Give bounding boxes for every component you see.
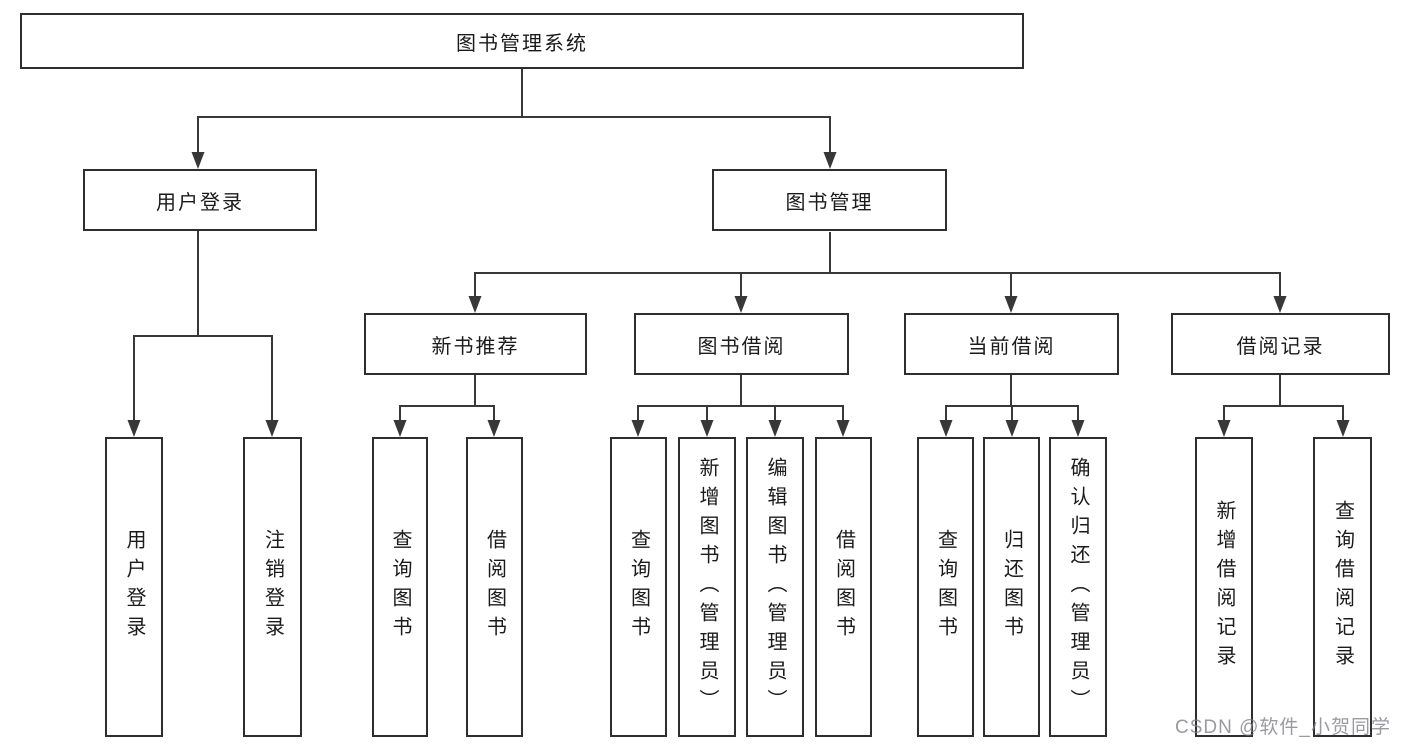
leaf-user-login: 用户登录: [105, 437, 163, 737]
node-user-login: 用户登录: [83, 169, 317, 231]
leaf-label: 借阅图书: [832, 529, 855, 645]
leaf-current-return-books: 归还图书: [983, 437, 1040, 737]
leaf-current-confirm-return-admin: 确认归还（管理员）: [1049, 437, 1107, 737]
node-label: 图书管理系统: [456, 32, 588, 55]
leaf-borrowing-add-books-admin: 新增图书（管理员）: [678, 437, 736, 737]
leaf-label: 查询借阅记录: [1331, 500, 1354, 674]
leaf-current-query-books: 查询图书: [917, 437, 974, 737]
leaf-recommend-borrow-books: 借阅图书: [466, 437, 523, 737]
leaf-logout: 注销登录: [243, 437, 302, 737]
node-library-management-system: 图书管理系统: [20, 13, 1024, 69]
leaf-label: 确认归还（管理员）: [1067, 456, 1089, 718]
leaf-borrowing-borrow-books: 借阅图书: [815, 437, 872, 737]
leaf-label: 归还图书: [1000, 529, 1023, 645]
node-label: 当前借阅: [967, 335, 1056, 358]
leaf-label: 查询图书: [389, 529, 411, 645]
node-label: 图书借阅: [697, 335, 786, 358]
node-book-management: 图书管理: [712, 169, 947, 231]
leaf-label: 借阅图书: [483, 529, 506, 645]
node-new-book-recommend: 新书推荐: [364, 313, 587, 375]
node-current-borrowing: 当前借阅: [904, 313, 1119, 375]
leaf-label: 新增图书（管理员）: [696, 456, 718, 718]
node-borrowing-records: 借阅记录: [1171, 313, 1390, 375]
leaf-label: 编辑图书（管理员）: [764, 456, 786, 718]
leaf-recommend-query-books: 查询图书: [372, 437, 428, 737]
node-label: 图书管理: [785, 191, 874, 214]
node-label: 用户登录: [156, 191, 244, 214]
leaf-records-add-record: 新增借阅记录: [1195, 437, 1253, 737]
leaf-label: 用户登录: [123, 529, 145, 645]
leaf-records-query-record: 查询借阅记录: [1313, 437, 1372, 737]
leaf-borrowing-edit-books-admin: 编辑图书（管理员）: [746, 437, 804, 737]
leaf-label: 注销登录: [261, 529, 284, 645]
leaf-borrowing-query-books: 查询图书: [610, 437, 667, 737]
node-label: 借阅记录: [1236, 335, 1325, 358]
leaf-label: 查询图书: [934, 529, 957, 645]
csdn-watermark: CSDN @软件_小贺同学: [1175, 717, 1391, 738]
node-label: 新书推荐: [431, 335, 520, 358]
leaf-label: 新增借阅记录: [1213, 500, 1235, 674]
leaf-label: 查询图书: [627, 529, 650, 645]
node-book-borrowing: 图书借阅: [634, 313, 849, 375]
